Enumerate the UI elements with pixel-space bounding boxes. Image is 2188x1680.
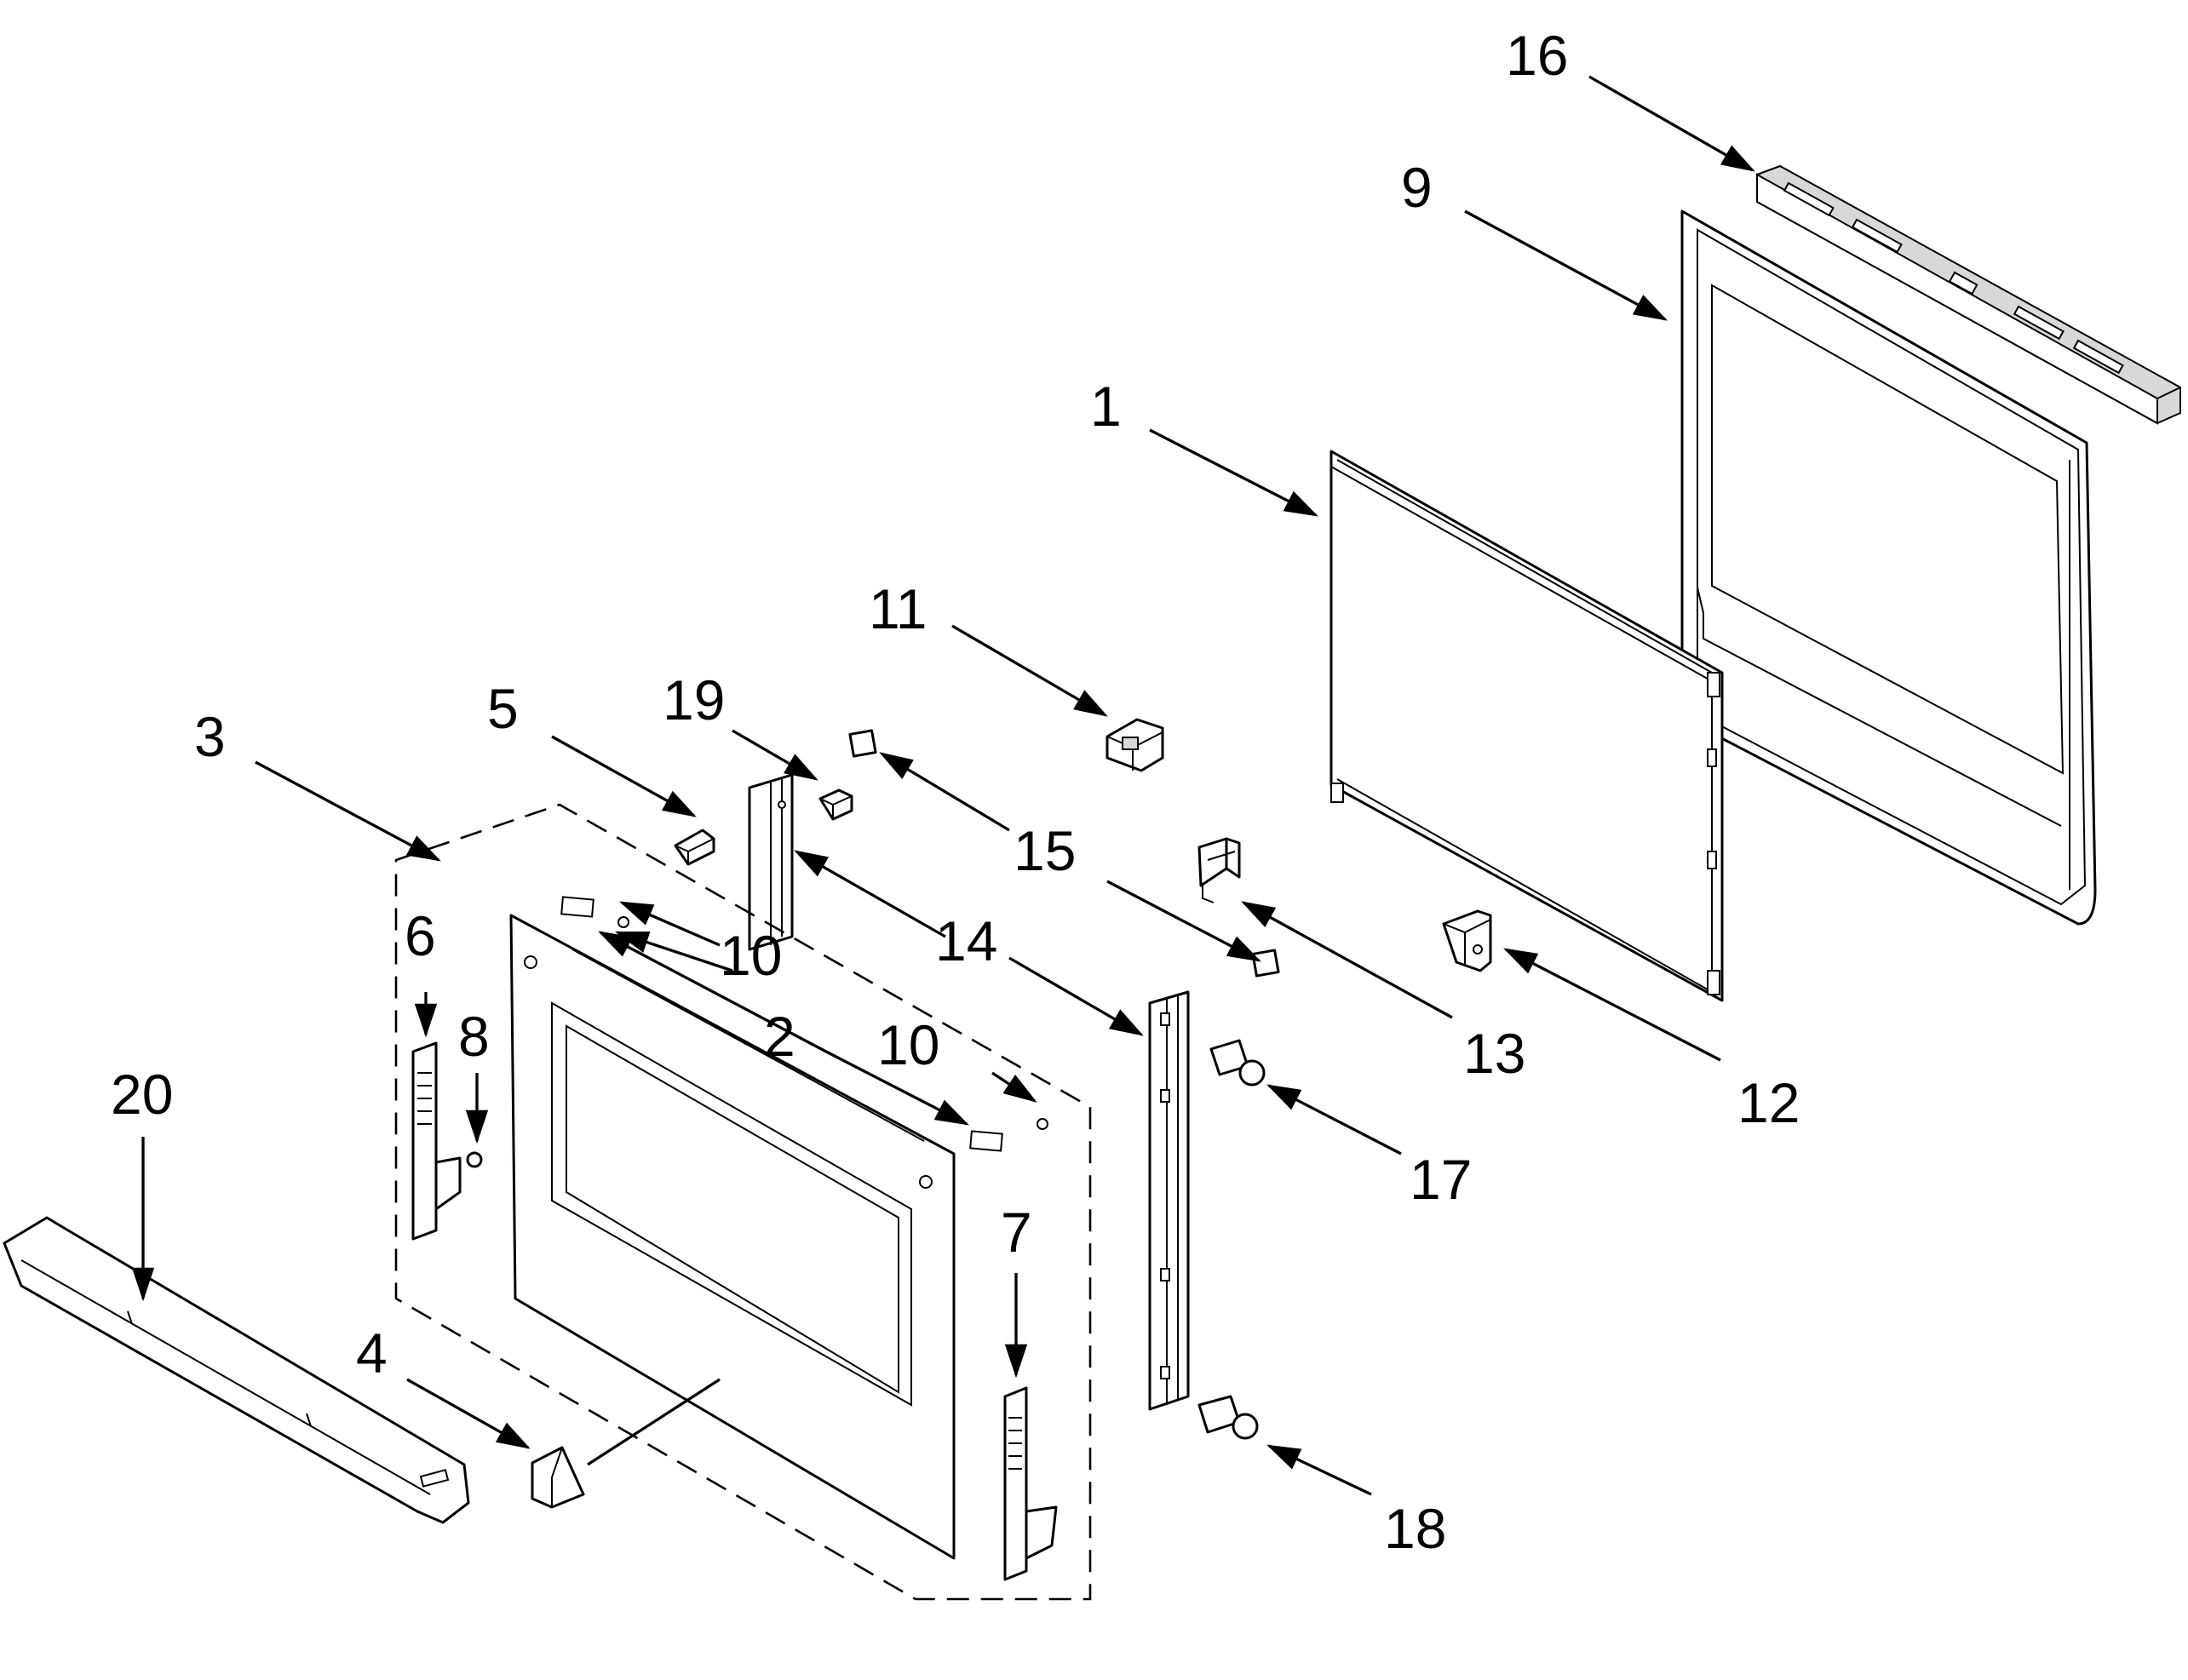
part-13-bracket: [1197, 837, 1241, 903]
callout-2: 2: [764, 1005, 795, 1068]
part-4-door-foot: [531, 1378, 721, 1509]
part-18-screw: [1197, 1395, 1259, 1440]
callout-8: 8: [458, 1005, 490, 1068]
part-11-clip: [1105, 718, 1164, 772]
callout-12: 12: [1737, 1071, 1800, 1134]
callout-labels: 16 9 1 11 19 5 3 15 14 10 2 10 6 8 20 13…: [111, 24, 1800, 1560]
part-7-hinge: [1003, 1386, 1058, 1581]
callout-14: 14: [935, 909, 997, 972]
part-16-vent-trim: [1756, 164, 2181, 425]
callout-4: 4: [356, 1322, 388, 1385]
part-17-screw: [1209, 1039, 1266, 1087]
callout-18: 18: [1384, 1497, 1446, 1560]
part-15-pad-upper: [848, 729, 877, 758]
part-12-bracket: [1442, 909, 1492, 972]
leader-arrows: [131, 75, 1755, 1496]
part-19-screw: [818, 788, 853, 821]
callout-6: 6: [405, 904, 436, 967]
part-3-outer-door-outline: [394, 803, 1092, 1601]
part-1-glass-panel: [1329, 450, 1724, 1002]
part-2-outer-door: [509, 896, 1048, 1560]
part-20-door-handle: [3, 1216, 470, 1524]
callout-1: 1: [1090, 375, 1122, 438]
part-14-side-channel: [1148, 990, 1190, 1411]
part-6-hinge: [411, 1041, 462, 1241]
callout-10-lower: 10: [877, 1013, 939, 1076]
callout-10-upper: 10: [720, 924, 782, 987]
callout-9: 9: [1401, 156, 1433, 219]
callout-7: 7: [1001, 1201, 1032, 1264]
callout-19: 19: [663, 668, 725, 731]
callout-3: 3: [194, 705, 226, 768]
callout-13: 13: [1463, 1022, 1525, 1085]
part-15-pad-lower: [1251, 949, 1280, 978]
callout-5: 5: [487, 677, 519, 740]
callout-15: 15: [1014, 819, 1076, 882]
callout-11: 11: [869, 577, 927, 640]
part-8-spring-pin: [466, 1151, 483, 1168]
part-14-left-hinge-support: [748, 773, 794, 951]
part-9-inner-door-panel: [1680, 209, 2097, 926]
callout-20: 20: [111, 1063, 173, 1126]
part-5-screw: [674, 829, 715, 866]
callout-16: 16: [1506, 24, 1568, 87]
callout-17: 17: [1410, 1148, 1472, 1211]
